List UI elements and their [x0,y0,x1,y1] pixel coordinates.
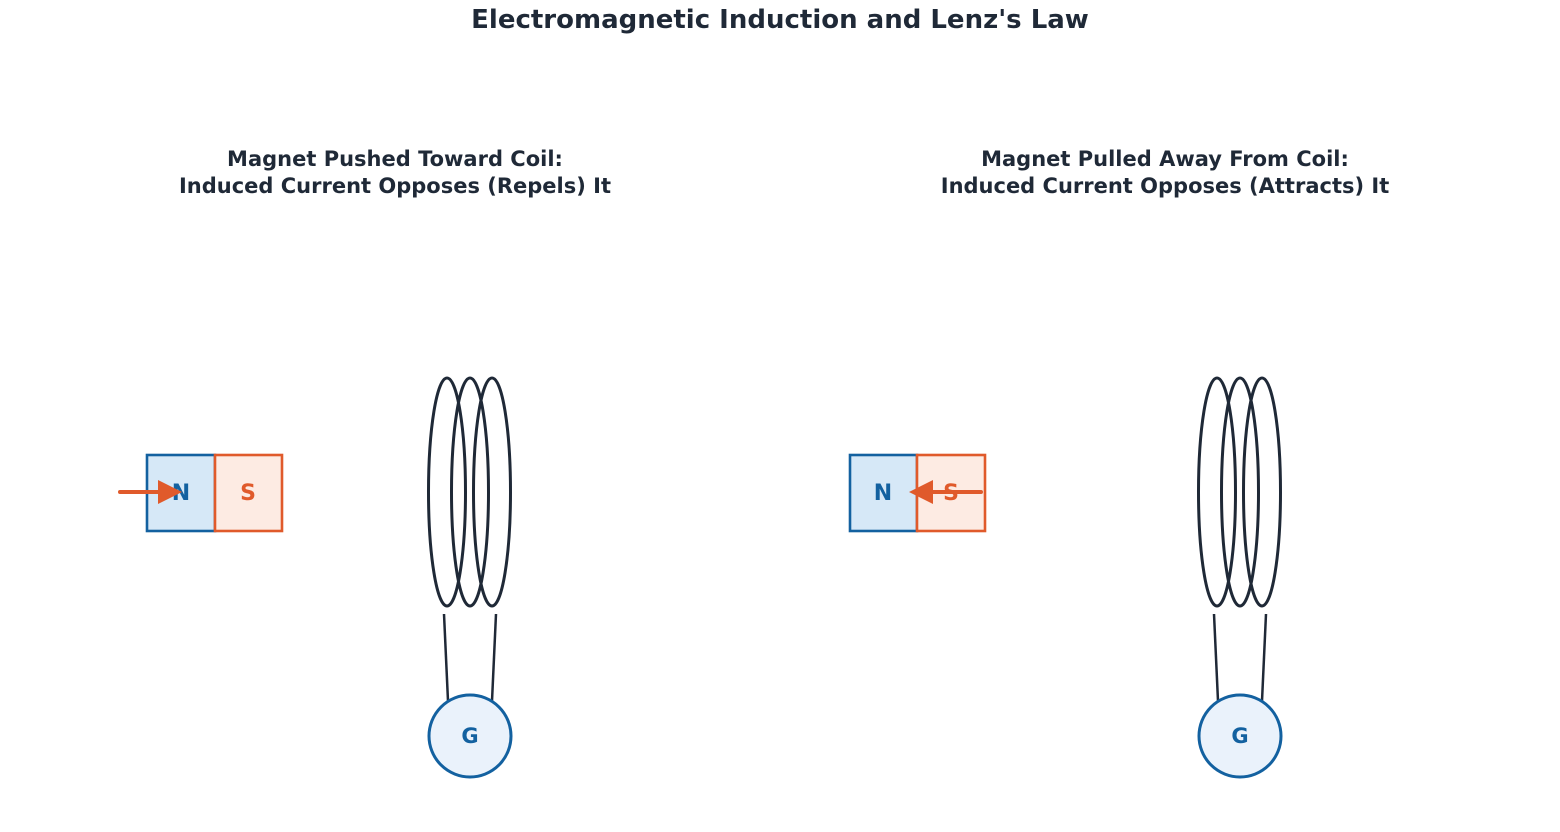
coil-loop [1242,376,1282,608]
panel-push-toward: Magnet Pushed Toward Coil: Induced Curre… [118,147,611,779]
coil-loop [450,376,490,608]
coil-loop [427,376,467,608]
lead-wire [442,613,450,702]
page-title: Electromagnetic Induction and Lenz's Law [471,5,1089,35]
coil-loop [1197,376,1237,608]
panel-title-line1: Magnet Pushed Toward Coil: [227,147,563,171]
galvanometer-dial [1197,693,1283,779]
lead-wire [1260,613,1268,702]
galvanometer-label: G [1231,724,1248,748]
galvanometer: G [427,693,513,779]
panel-pull-away: Magnet Pulled Away From Coil: Induced Cu… [848,147,1390,779]
south-pole [213,453,284,533]
north-pole [848,453,919,533]
galvanometer-dial [427,693,513,779]
coil [427,376,512,608]
lead-wire [1212,613,1220,702]
north-pole-label: N [874,481,892,506]
galvanometer: G [1197,693,1283,779]
coil-loop [1220,376,1260,608]
coil [1197,376,1282,608]
lead-wire [490,613,498,702]
galvanometer-label: G [461,724,478,748]
coil-loop [472,376,512,608]
north-pole-label: N [172,481,190,506]
panel-title-line1: Magnet Pulled Away From Coil: [981,147,1349,171]
bar-magnet: N S [145,453,284,533]
panel-title-line2: Induced Current Opposes (Attracts) It [941,174,1390,198]
south-pole-label: S [240,481,256,506]
panel-title-line2: Induced Current Opposes (Repels) It [179,174,611,198]
